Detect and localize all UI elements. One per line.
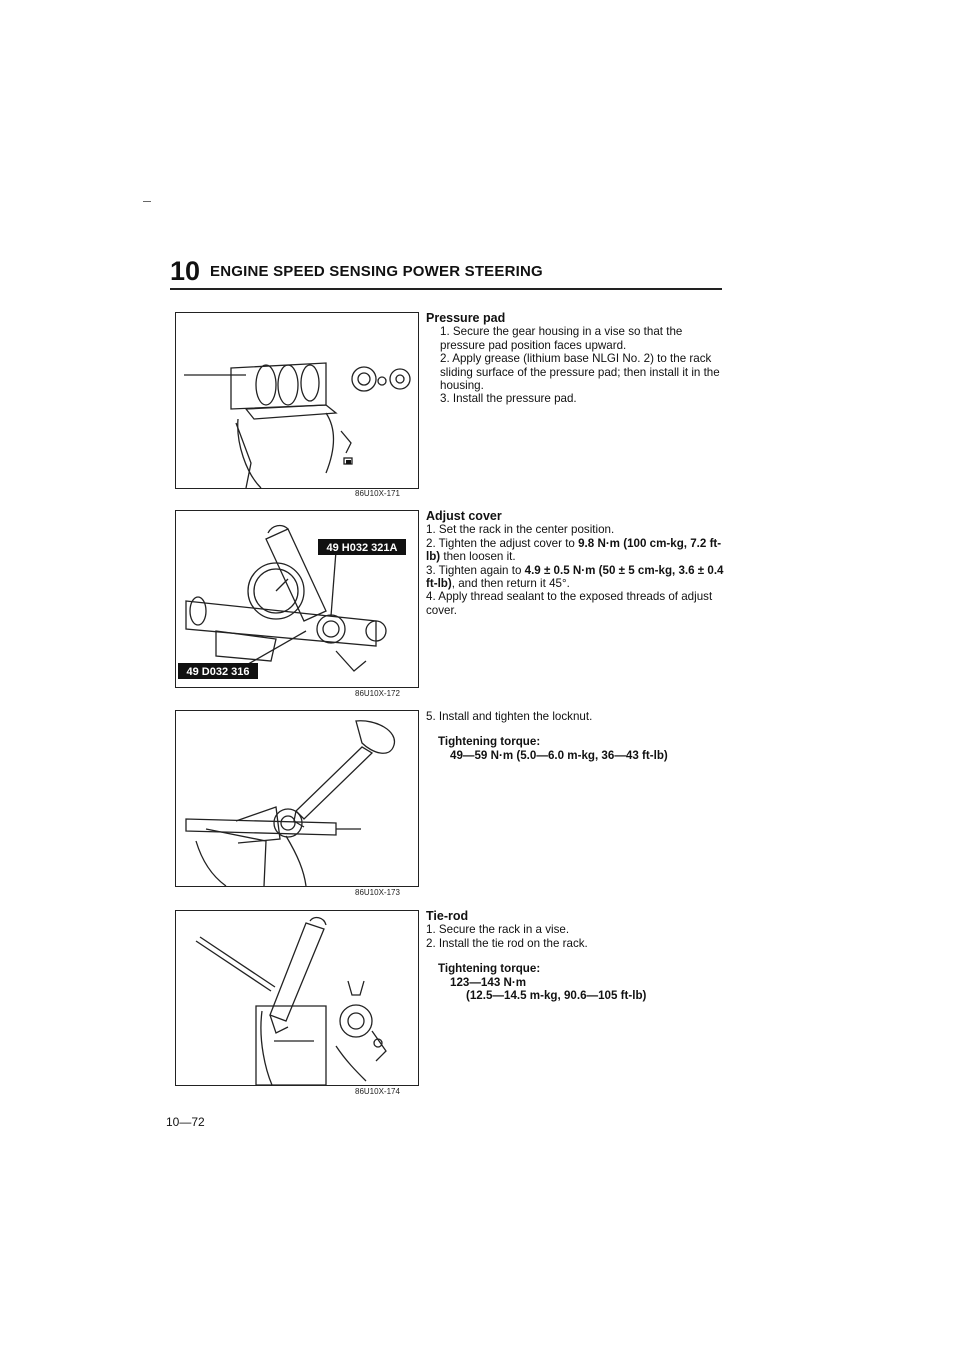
figure-locknut [175, 710, 419, 887]
torque-spec: 4.9 ± 0.5 N·m (50 ± 5 cm-kg, 3.6 ± 0.4 f… [426, 563, 724, 591]
section-locknut: 5. Install and tighten the locknut. Tigh… [426, 710, 726, 762]
torque-value: 123—143 N·m [450, 975, 527, 989]
figure-code: 86U10X-172 [355, 689, 400, 698]
section-title: Pressure pad [426, 311, 506, 325]
adjust-cover-illustration: 49 H032 321A 49 D032 316 [178, 524, 406, 679]
locknut-illustration [185, 720, 395, 886]
section-tie-rod: Tie-rod 1. Secure the rack in a vise. 2.… [426, 909, 726, 1002]
step-text: 3. Tighten again to [426, 563, 525, 577]
torque-label: Tightening torque: [438, 735, 541, 749]
figure-code: 86U10X-174 [355, 1087, 400, 1096]
tool-label-text: 49 H032 321A [327, 542, 398, 554]
torque-block: Tightening torque: 49—59 N·m (5.0—6.0 m-… [426, 735, 726, 762]
figure-tie-rod [175, 910, 419, 1086]
tool-label-text: 49 D032 316 [187, 666, 250, 678]
page-header: 10 ENGINE SPEED SENSING POWER STEERING [170, 256, 722, 288]
tie-rod-illustration [195, 916, 387, 1085]
torque-block: Tightening torque: 123—143 N·m (12.5—14.… [426, 962, 726, 1002]
step: 3. Install the pressure pad. [440, 392, 577, 406]
step-text: then loosen it. [440, 550, 516, 564]
figure-code: 86U10X-173 [355, 888, 400, 897]
page-number: 10—72 [166, 1115, 205, 1129]
section-adjust-cover: Adjust cover 1. Set the rack in the cent… [426, 509, 726, 617]
step-text: 2. Tighten the adjust cover to [426, 536, 579, 550]
step: 4. Apply thread sealant to the exposed t… [426, 590, 713, 617]
header-rule [170, 288, 722, 290]
torque-spec: 9.8 N·m (100 cm-kg, 7.2 ft-lb) [426, 536, 722, 564]
step: 2. Apply grease (lithium base NLGI No. 2… [440, 352, 720, 393]
step-text: , and then return it 45°. [451, 577, 570, 591]
torque-value: (12.5—14.5 m-kg, 90.6—105 ft-lb) [466, 989, 647, 1003]
step-list: 1. Secure the gear housing in a vise so … [426, 325, 726, 405]
torque-value: 49—59 N·m (5.0—6.0 m-kg, 36—43 ft-lb) [450, 748, 668, 762]
tool-label-2: 49 D032 316 [178, 663, 258, 679]
figure-pressure-pad [175, 312, 419, 489]
scan-mark [143, 201, 151, 202]
step: 1. Set the rack in the center position. [426, 523, 615, 537]
tool-label-1: 49 H032 321A [318, 539, 406, 555]
chapter-number: 10 [170, 256, 201, 286]
torque-label: Tightening torque: [438, 962, 541, 976]
step: 2. Install the tie rod on the rack. [426, 936, 588, 950]
chapter-title: ENGINE SPEED SENSING POWER STEERING [210, 263, 543, 280]
section-title: Adjust cover [426, 509, 502, 523]
section-title: Tie-rod [426, 909, 469, 923]
pressure-pad-illustration [184, 362, 411, 488]
step: 3. Tighten again to 4.9 ± 0.5 N·m (50 ± … [426, 564, 726, 591]
step: 5. Install and tighten the locknut. [426, 710, 593, 723]
figure-code: 86U10X-171 [355, 489, 400, 498]
figure-adjust-cover: 49 H032 321A 49 D032 316 [175, 510, 419, 688]
step: 1. Secure the gear housing in a vise so … [440, 325, 683, 352]
step: 1. Secure the rack in a vise. [426, 923, 570, 937]
step: 2. Tighten the adjust cover to 9.8 N·m (… [426, 537, 726, 564]
section-pressure-pad: Pressure pad 1. Secure the gear housing … [426, 311, 726, 406]
